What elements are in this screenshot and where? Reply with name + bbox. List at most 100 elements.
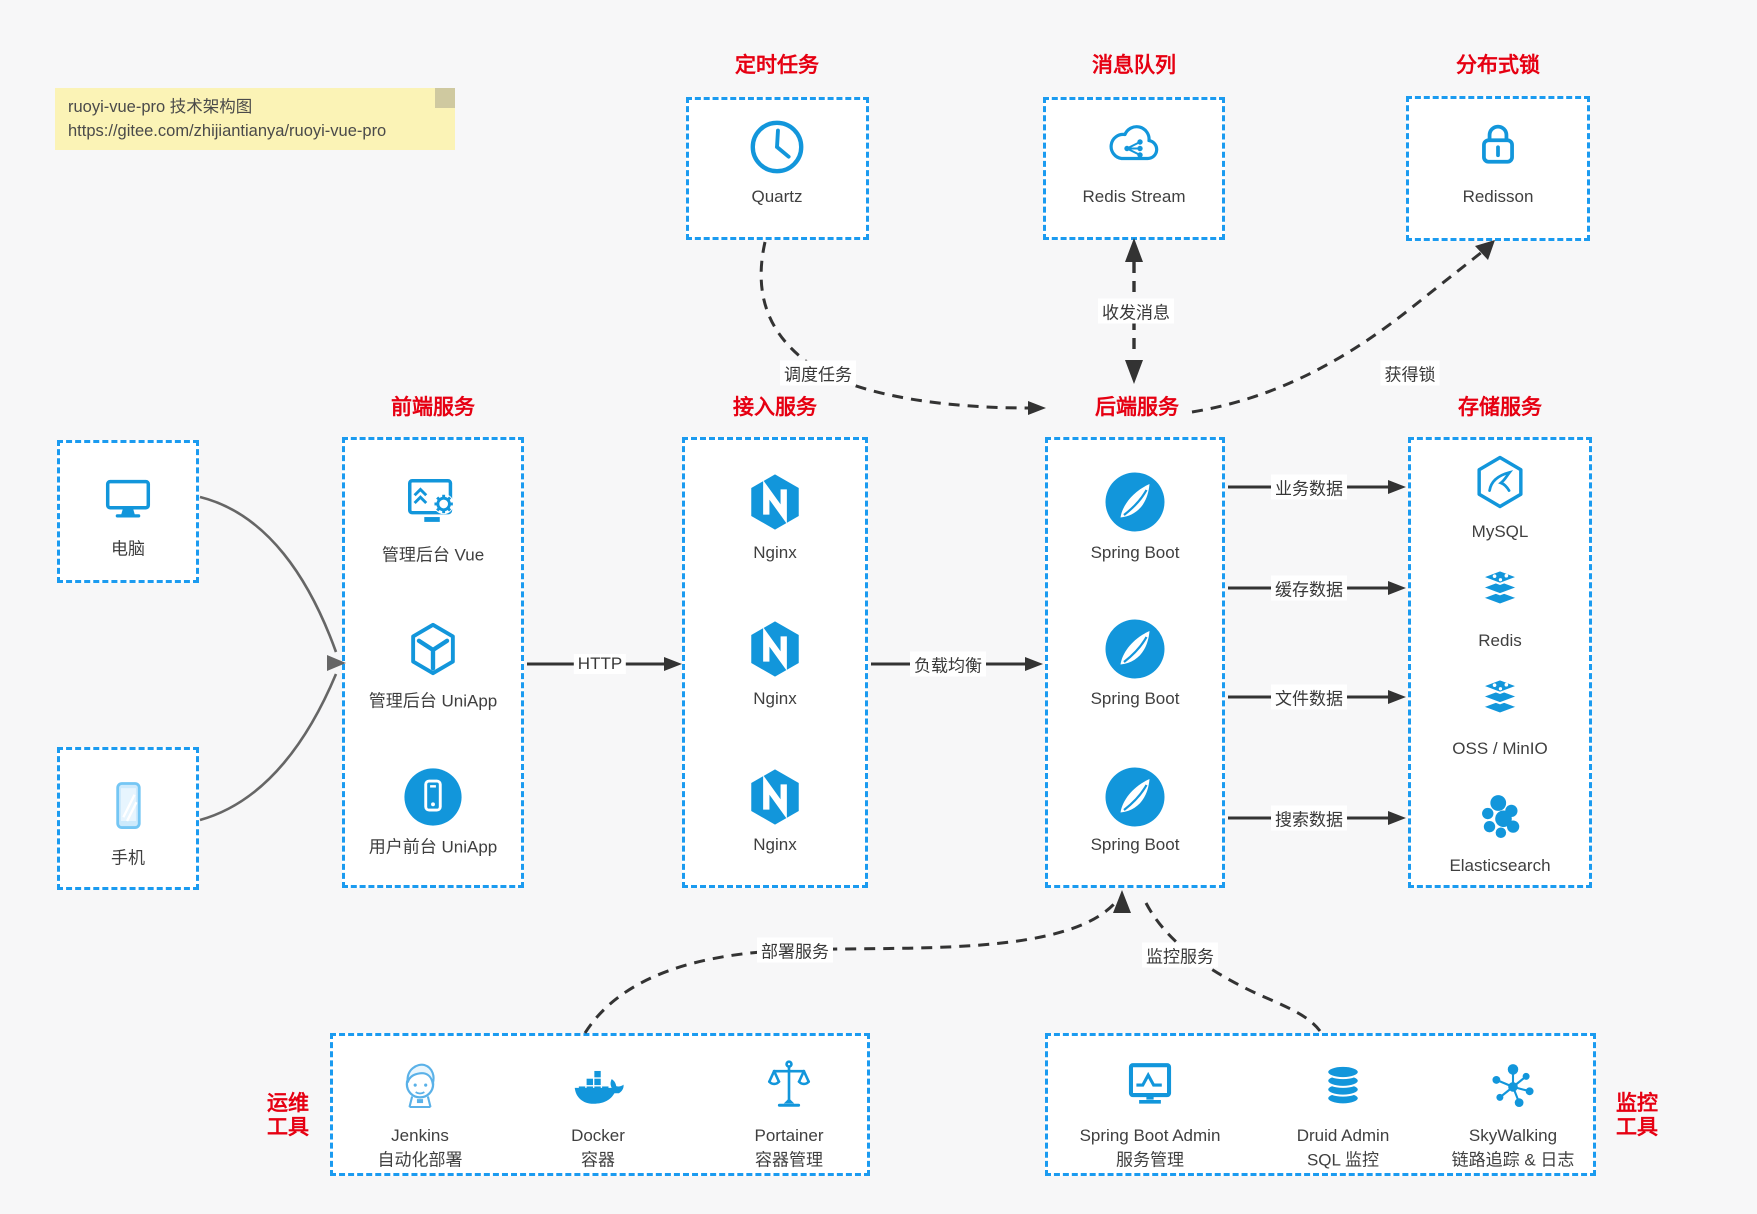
box-lock (1406, 96, 1590, 241)
topology-icon (1485, 1057, 1541, 1115)
edge-label-cache-data: 缓存数据 (1271, 575, 1347, 601)
oss-stack-icon (1471, 673, 1529, 729)
node-label-pc: 电脑 (111, 539, 145, 559)
node-label-user-uniapp: 用户前台 UniApp (368, 837, 498, 857)
node-label-admin-uniapp: 管理后台 UniApp (368, 691, 498, 711)
node-label-admin-vue: 管理后台 Vue (381, 545, 485, 565)
cache-data-arrowhead (1388, 581, 1406, 595)
http-arrowhead (664, 657, 682, 671)
group-title-monitor: 监控 工具 (1616, 1092, 1658, 1140)
node-label-quartz: Quartz (751, 187, 803, 206)
group-title-gateway: 接入服务 (733, 396, 817, 419)
message-up-arrowhead (1125, 238, 1143, 262)
group-title-ops: 运维 工具 (267, 1092, 309, 1140)
sticky-note: ruoyi-vue-pro 技术架构图 https://gitee.com/zh… (55, 88, 455, 150)
deploy-curve (583, 901, 1117, 1034)
ops-title-line1: 运维 (267, 1092, 309, 1115)
box-mq (1043, 97, 1225, 240)
note-url: https://gitee.com/zhijiantianya/ruoyi-vu… (68, 122, 387, 140)
ops-title-line2: 工具 (267, 1116, 309, 1139)
user-app-icon (402, 766, 464, 828)
group-title-frontend: 前端服务 (391, 396, 475, 419)
node-label-skywalking: SkyWalking (1468, 1126, 1558, 1145)
deploy-arrowhead (1113, 890, 1131, 913)
edge-label-acquire-lock: 获得锁 (1380, 360, 1440, 386)
monitor-title-line2: 工具 (1616, 1116, 1658, 1139)
portainer-icon (761, 1056, 817, 1116)
node-label-sba: Spring Boot Admin (1079, 1126, 1221, 1145)
node-sublabel-jenkins: 自动化部署 (377, 1150, 463, 1170)
database-icon (1315, 1057, 1371, 1115)
message-down-arrowhead (1125, 360, 1143, 384)
acquire-lock-arrowhead (1475, 240, 1495, 260)
node-label-mysql: MySQL (1471, 522, 1529, 541)
spring-icon (1103, 470, 1167, 534)
cloud-stream-icon (1102, 116, 1166, 174)
node-label-redisson: Redisson (1462, 187, 1534, 206)
node-label-elasticsearch: Elasticsearch (1449, 856, 1551, 875)
group-title-lock: 分布式锁 (1456, 54, 1540, 77)
group-title-scheduler: 定时任务 (735, 54, 819, 77)
client-curves (199, 495, 338, 822)
node-label-portainer: Portainer (754, 1126, 824, 1145)
data-lines (1228, 485, 1389, 820)
node-label-phone: 手机 (111, 848, 145, 868)
edge-label-schedule: 调度任务 (780, 360, 856, 386)
data-arrowheads (1388, 480, 1406, 825)
node-sublabel-sba: 服务管理 (1116, 1150, 1184, 1170)
group-title-storage: 存储服务 (1458, 396, 1542, 419)
docker-icon (567, 1058, 629, 1114)
edge-label-monitoring: 监控服务 (1142, 942, 1218, 968)
load-balance-arrowhead (1025, 657, 1043, 671)
box-ops (330, 1033, 870, 1176)
edge-label-deploy: 部署服务 (757, 937, 833, 963)
desktop-icon (97, 470, 159, 528)
spring-icon (1103, 765, 1167, 829)
box-monitor (1045, 1033, 1596, 1176)
group-title-mq: 消息队列 (1092, 54, 1176, 77)
node-sublabel-druid: SQL 监控 (1306, 1150, 1380, 1170)
note-fold-corner (435, 88, 455, 108)
node-sublabel-docker: 容器 (581, 1150, 615, 1170)
elasticsearch-icon (1472, 789, 1528, 845)
group-title-backend: 后端服务 (1095, 396, 1179, 419)
edge-label-http: HTTP (573, 654, 627, 674)
edge-label-message: 收发消息 (1098, 298, 1174, 324)
node-label-springboot-2: Spring Boot (1090, 689, 1180, 708)
edge-label-biz-data: 业务数据 (1271, 474, 1347, 500)
monitor-title-line1: 监控 (1616, 1092, 1658, 1115)
node-label-docker: Docker (571, 1126, 625, 1145)
phone-to-frontend-curve (199, 673, 338, 822)
note-title: ruoyi-vue-pro 技术架构图 (68, 98, 253, 116)
biz-data-arrowhead (1388, 480, 1406, 494)
node-label-springboot-3: Spring Boot (1090, 835, 1180, 854)
node-label-redis-stream: Redis Stream (1082, 187, 1186, 206)
edge-label-file-data: 文件数据 (1271, 684, 1347, 710)
redis-stack-icon (1471, 564, 1529, 620)
phone-icon (98, 775, 158, 837)
edge-label-load-balance: 负载均衡 (910, 651, 986, 677)
node-label-oss-minio: OSS / MinIO (1452, 739, 1548, 758)
node-sublabel-skywalking: 链路追踪 & 日志 (1451, 1150, 1575, 1170)
nginx-icon (744, 618, 806, 680)
pc-to-frontend-curve (199, 495, 338, 653)
spring-icon (1103, 617, 1167, 681)
clock-icon (746, 116, 808, 178)
node-label-druid: Druid Admin (1296, 1126, 1390, 1145)
file-data-arrowhead (1388, 690, 1406, 704)
node-label-nginx-1: Nginx (753, 543, 797, 562)
node-label-redis: Redis (1478, 631, 1522, 650)
admin-vue-icon (402, 472, 464, 534)
lock-icon (1468, 113, 1528, 173)
node-sublabel-portainer: 容器管理 (755, 1150, 823, 1170)
nginx-icon (744, 766, 806, 828)
node-label-springboot-1: Spring Boot (1090, 543, 1180, 562)
schedule-arrowhead (1028, 401, 1046, 415)
search-data-arrowhead (1388, 811, 1406, 825)
node-label-jenkins: Jenkins (391, 1126, 449, 1145)
jenkins-icon (392, 1056, 448, 1116)
monitor-chart-icon (1121, 1057, 1179, 1115)
uniapp-cube-icon (402, 618, 464, 680)
edge-label-search-data: 搜索数据 (1271, 805, 1347, 831)
